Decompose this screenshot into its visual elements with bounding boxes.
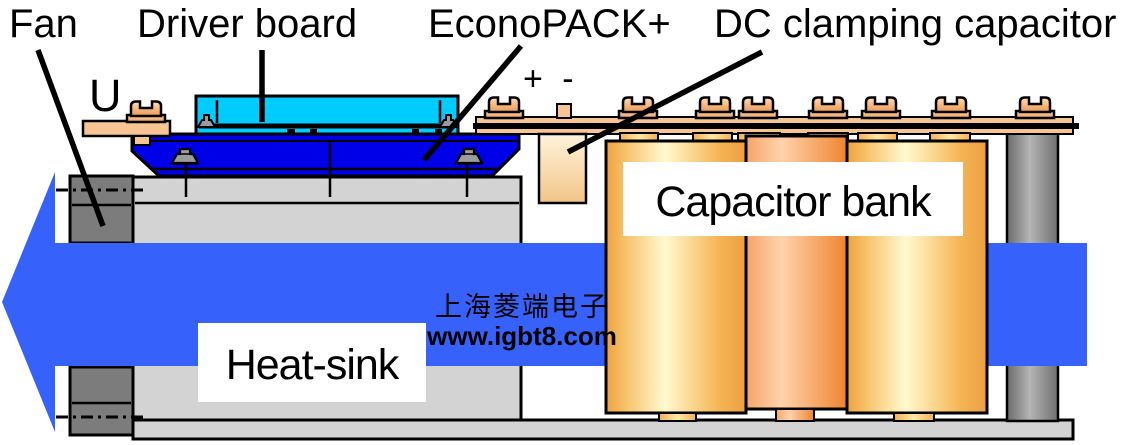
watermark-company: 上海菱端电子: [435, 292, 609, 322]
dc-terminal-bolt: [483, 96, 525, 120]
fan-leader-line: [35, 49, 106, 227]
heatsink-label-box: [198, 323, 426, 402]
busbar-bolt: [694, 96, 736, 120]
dc-clamping-capacitor-label: DC clamping capacitor: [714, 2, 1116, 46]
watermark-website: www.igbt8.com: [426, 321, 617, 351]
fan-housing-bottom: [68, 365, 135, 437]
fan-housing-top: [68, 174, 135, 245]
driver-board-label: Driver board: [137, 2, 357, 46]
busbar-bolt: [1014, 96, 1056, 120]
u-terminal-label: U: [89, 70, 122, 121]
busbar-bolt: [860, 96, 902, 120]
base-plate: [131, 418, 1075, 441]
clamping-capacitor-tab: [556, 103, 572, 119]
fan-label: Fan: [9, 2, 78, 46]
heatsink-label: Heat-sink: [226, 341, 400, 389]
econopack-leader-line: [421, 44, 524, 162]
busbar-bolt: [737, 96, 779, 120]
capacitor-bank-label-box: [623, 162, 963, 236]
capacitor-foot: [775, 408, 815, 422]
u-busbar-tab: [133, 135, 151, 146]
capacitor-foot: [658, 412, 697, 422]
u-terminal-bolt: [125, 100, 167, 124]
driver-board-pin: [412, 129, 419, 133]
dc-clamping-leader-line: [566, 49, 764, 155]
capacitor-foot: [893, 412, 935, 422]
airflow-arrow: [2, 172, 1087, 432]
dc-busbar-core: [473, 123, 1079, 129]
capacitor-bank-label: Capacitor bank: [655, 178, 932, 226]
busbar-bolt: [807, 96, 849, 120]
dc-polarity-label: + -: [523, 60, 574, 98]
busbar-bolt: [930, 96, 972, 120]
driver-board-pin: [310, 129, 317, 133]
driver-board-pin: [435, 129, 442, 133]
econopack-label: EconoPACK+: [428, 2, 671, 46]
driver-board-pin: [287, 129, 295, 133]
